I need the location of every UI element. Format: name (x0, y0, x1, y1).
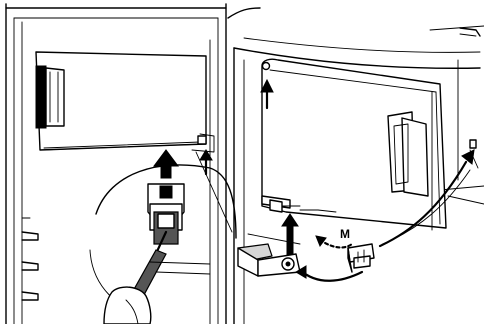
compartment-top-right-corner (459, 27, 481, 37)
compartment-back-top (429, 25, 484, 31)
compartment-top-inner-edge (243, 37, 481, 53)
bottom-hinge-up-arrow-icon (281, 213, 299, 263)
compartment-top-right-detail (459, 33, 477, 37)
magnify-leader-line (195, 151, 233, 233)
magnify-circle-upper (95, 164, 237, 239)
top-hinge-up-arrow-icon (260, 78, 274, 93)
right-hinge-guide (469, 149, 479, 169)
magnified-hinge-slot (159, 185, 173, 199)
compartment-floor-line (247, 233, 301, 245)
freezer-door-handle-detail (49, 71, 59, 123)
curved-arrow-upper-icon (315, 235, 327, 248)
part-m-label: M (340, 227, 350, 241)
part-m-side (347, 247, 353, 273)
shelf-rail-1 (21, 231, 39, 241)
right-hinge-pin (469, 139, 477, 149)
shelf-edge-right-2 (155, 271, 211, 275)
freezer-door-handle-grip (45, 67, 65, 127)
magnified-hinge-pin (157, 213, 175, 229)
right-panel-freezer-compartment: M (227, 7, 484, 324)
freezer-door-handle-side (401, 117, 429, 197)
hand-icon (103, 286, 152, 324)
freezer-door-lip (43, 141, 201, 149)
freezer-door-bottom-edge (39, 143, 207, 151)
hand-finger-line (125, 299, 139, 324)
freezer-door-top-inner (269, 69, 437, 93)
left-panel-fridge-interior (5, 3, 237, 324)
part-m-detail (357, 249, 365, 263)
bottom-hinge-pin (269, 199, 283, 213)
shelf-rail-2 (21, 261, 39, 271)
compartment-top-left-curve (227, 7, 261, 19)
curved-arrow-upper-path (318, 238, 354, 249)
shelf-rail-3 (21, 291, 39, 301)
freezer-door-handle-recess (393, 123, 409, 185)
removed-hinge-bracket (237, 243, 301, 277)
compartment-top-front-edge (233, 47, 481, 69)
hinge-up-arrow-icon (199, 149, 213, 161)
bottom-hinge-dash-3 (317, 209, 337, 213)
curved-arrow-lower-path (298, 268, 364, 282)
part-m-body (353, 255, 371, 269)
curved-arrow-right-shadow (391, 169, 471, 241)
lower-hinge-area (191, 133, 215, 153)
freezer-door-handle (35, 65, 47, 129)
compartment-right-floor-2 (447, 195, 484, 205)
curved-arrow-lower-icon (295, 265, 307, 279)
removed-bracket-hole-center (285, 261, 291, 267)
compartment-right-floor (439, 185, 484, 191)
hinge-pin (197, 135, 207, 145)
shelf-edge-right (149, 261, 211, 265)
magnified-up-arrow-icon (153, 149, 179, 179)
top-hinge-pin (261, 61, 271, 71)
curved-arrow-right-path (378, 160, 468, 248)
curved-arrow-right-icon (461, 149, 475, 165)
